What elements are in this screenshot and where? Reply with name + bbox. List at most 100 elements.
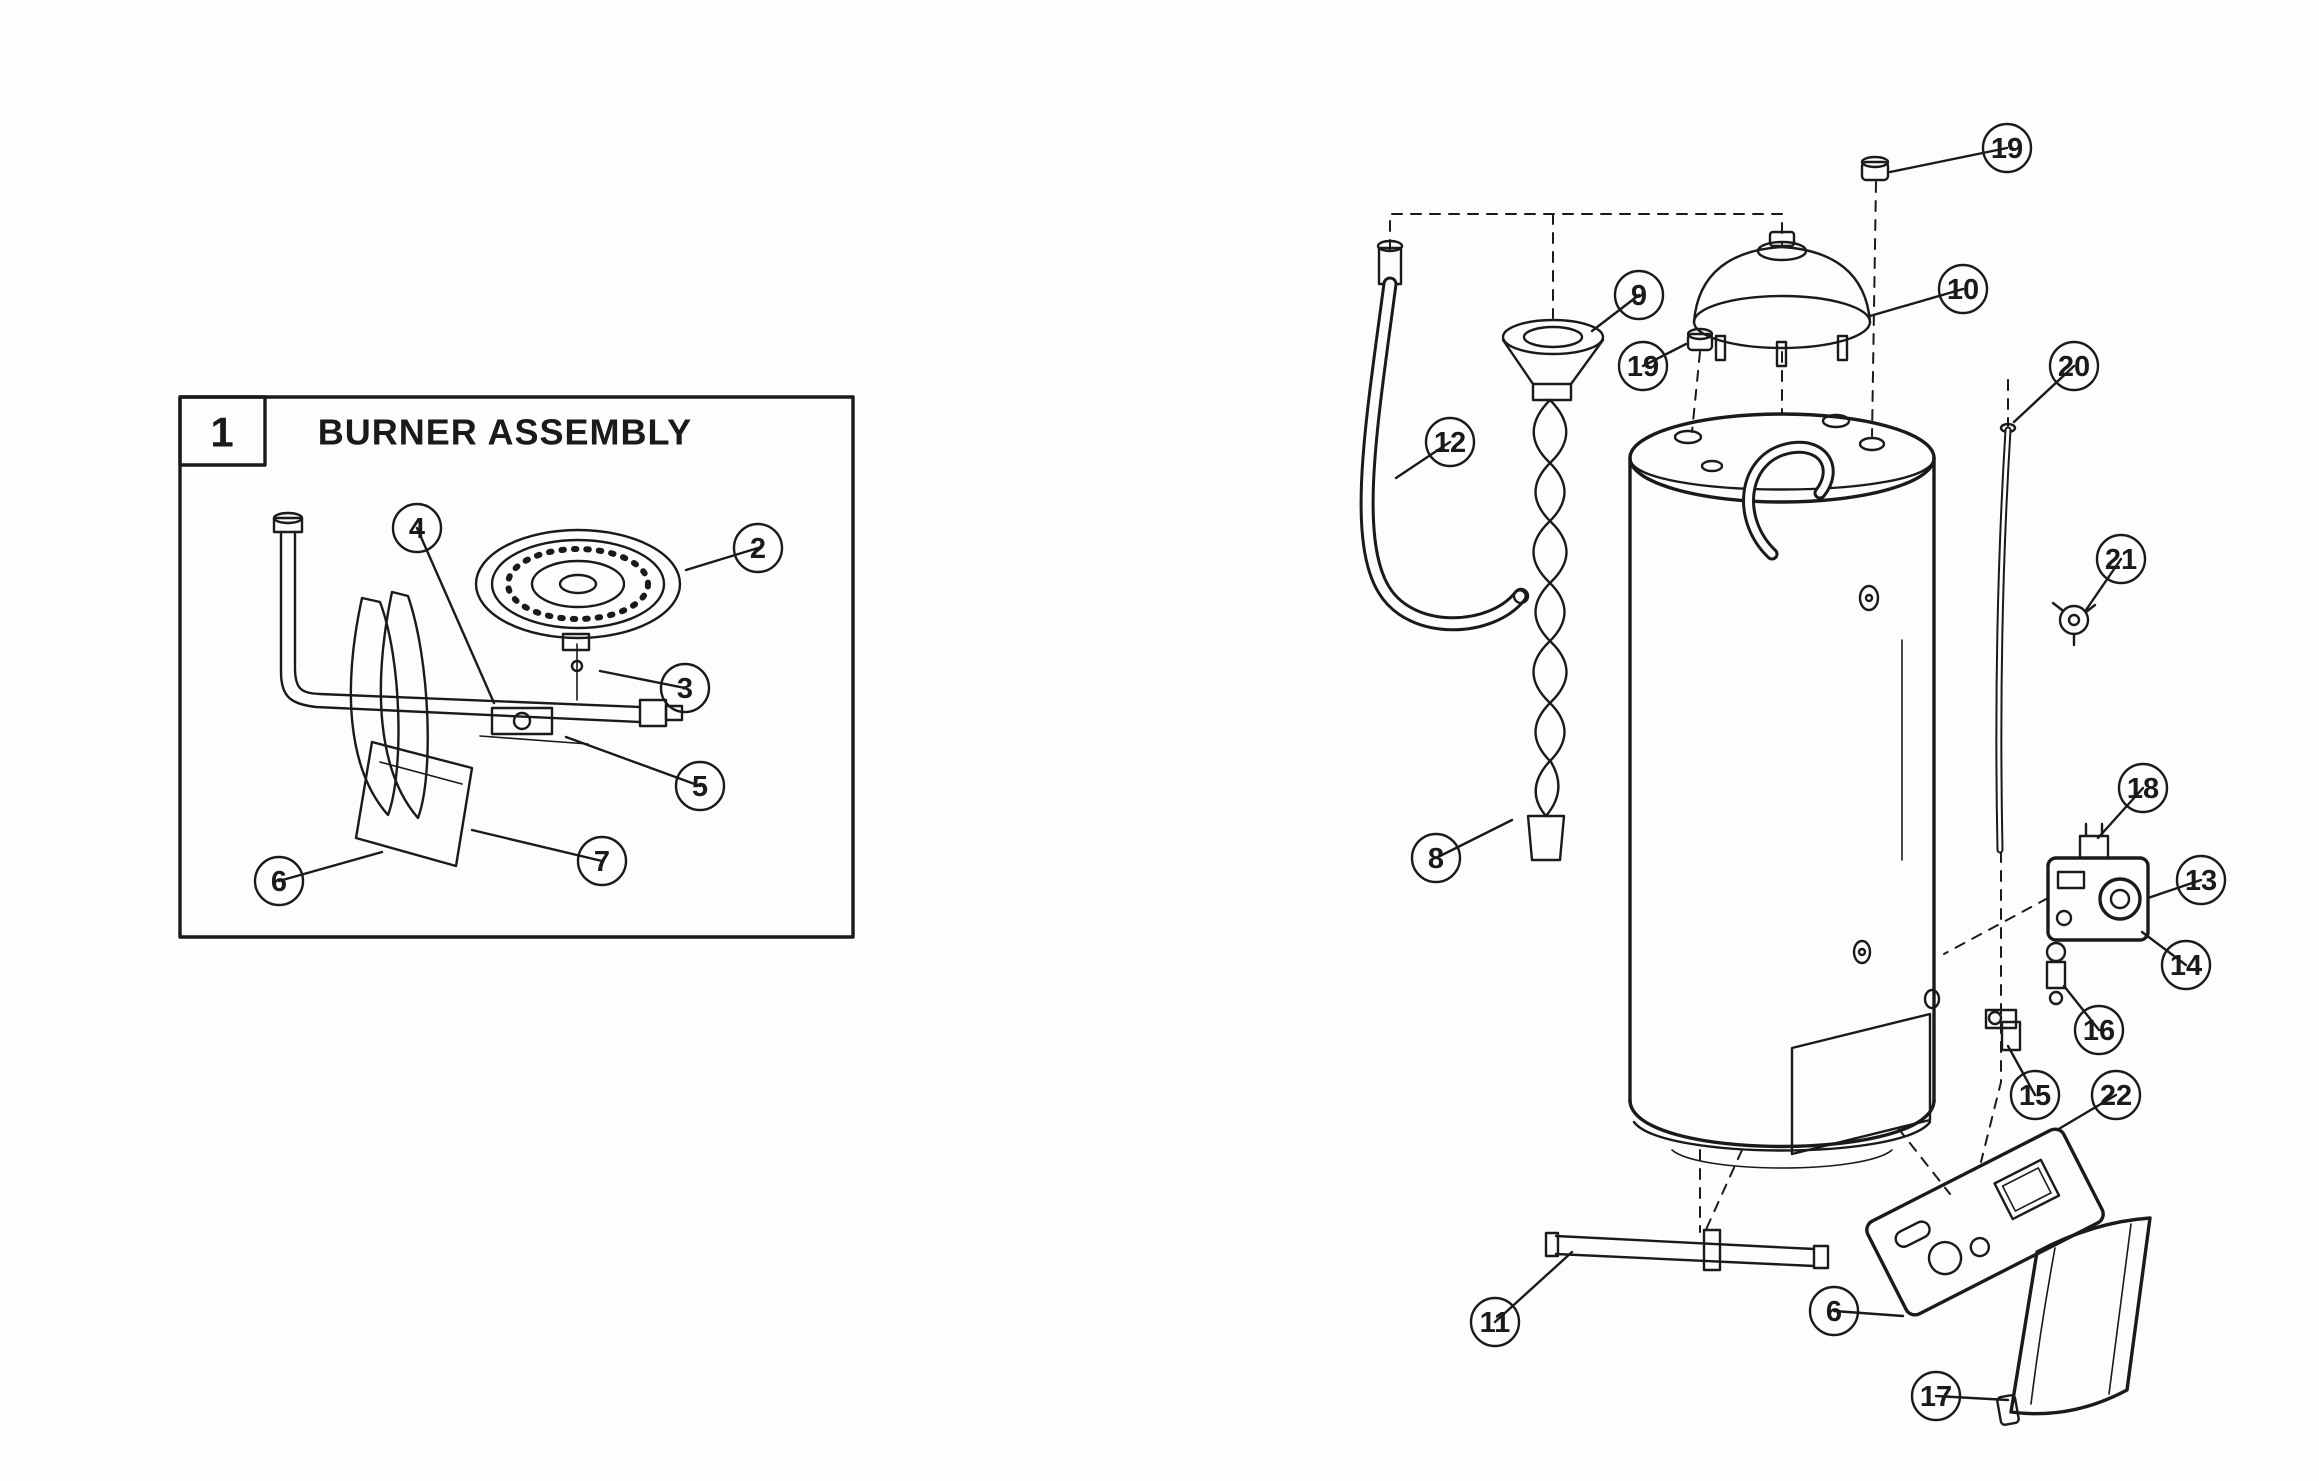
anode-rod — [1526, 398, 1568, 862]
callout-leader-line — [1888, 146, 2009, 174]
callout-4-1: 4 — [391, 502, 496, 705]
burner-bracket-plate — [354, 740, 474, 868]
callout-circle — [391, 502, 443, 554]
callout-leader-line — [277, 850, 384, 883]
callout-11-20: 11 — [1469, 1250, 1574, 1348]
flame-spreader — [349, 590, 429, 820]
callout-number: 3 — [677, 673, 693, 705]
callout-leader-line — [2096, 786, 2145, 840]
callout-6-5: 6 — [253, 850, 384, 907]
callout-number: 6 — [271, 866, 287, 898]
callout-21-12: 21 — [2084, 533, 2147, 612]
callout-number: 19 — [1991, 133, 2023, 165]
burner-screw — [570, 643, 584, 701]
fitting-cap-mid — [1686, 327, 1714, 352]
callout-leader-line — [2062, 984, 2101, 1032]
callout-circle — [2175, 854, 2227, 906]
callout-number: 6 — [1826, 1296, 1842, 1328]
callout-number: 16 — [2083, 1015, 2115, 1047]
drain-hose — [1359, 239, 1530, 632]
callout-number: 14 — [2170, 950, 2202, 982]
callout-number: 22 — [2100, 1080, 2132, 1112]
callout-leader-line — [684, 546, 760, 572]
callout-9-8: 9 — [1590, 269, 1665, 333]
gas-control-valve — [2046, 822, 2150, 942]
dip-tube — [1995, 422, 2017, 854]
callout-circle — [1617, 340, 1669, 392]
callout-5-3: 5 — [564, 735, 726, 812]
callout-number: 7 — [594, 846, 610, 878]
callout-circle — [1910, 1370, 1962, 1422]
callout-leader-line — [1394, 440, 1452, 480]
callout-circle — [2160, 939, 2212, 991]
callout-number: 19 — [1627, 351, 1659, 383]
callout-leader-line — [2140, 930, 2188, 967]
callout-13-14: 13 — [2146, 854, 2227, 906]
callout-circle — [1424, 416, 1476, 468]
callout-circle — [1410, 832, 1462, 884]
elbow-fitting — [1984, 1008, 2022, 1052]
inset-number: 1 — [210, 409, 233, 456]
callout-number: 10 — [1947, 274, 1979, 306]
callout-leader-line — [415, 526, 496, 705]
inner-access-door — [1865, 1127, 2105, 1317]
callout-circle — [674, 760, 726, 812]
callout-circle — [2048, 340, 2100, 392]
callout-circle — [2073, 1004, 2125, 1056]
callout-circle — [2090, 1069, 2142, 1121]
callout-number: 21 — [2105, 544, 2137, 576]
callout-circle — [1937, 263, 1989, 315]
callout-circle — [253, 855, 305, 907]
outlet-fitting — [2051, 601, 2097, 647]
callout-18-13: 18 — [2096, 762, 2169, 840]
callout-circle — [732, 522, 784, 574]
callout-circle — [1613, 269, 1665, 321]
inset-border — [178, 395, 855, 939]
burner-assembly-inset: 1 BURNER ASSEMBLY — [178, 395, 855, 939]
callout-leader-line — [2084, 557, 2123, 612]
callout-number: 13 — [2185, 865, 2217, 897]
callout-number: 8 — [1428, 843, 1444, 875]
callout-15-18: 15 — [2006, 1044, 2061, 1121]
flue-baffle-pipe — [1544, 1228, 1830, 1272]
callout-10-7: 10 — [1868, 263, 1989, 318]
callout-16-17: 16 — [2062, 984, 2125, 1056]
tank-body — [1628, 412, 1941, 1169]
assembly-guide-lines — [1389, 181, 2049, 1235]
callout-leader-line — [2055, 1093, 2118, 1132]
callout-7-4: 7 — [470, 828, 628, 887]
callout-6-21: 6 — [1808, 1285, 1905, 1337]
callout-17-22: 17 — [1910, 1370, 2010, 1422]
callout-number: 12 — [1434, 427, 1466, 459]
callout-leader-line — [2012, 364, 2076, 424]
callout-19-6: 19 — [1888, 122, 2033, 174]
fitting-cap-top — [1860, 155, 1890, 182]
callout-circle — [2009, 1069, 2061, 1121]
callout-circle — [1981, 122, 2033, 174]
callout-22-19: 22 — [2055, 1069, 2142, 1132]
callout-number: 4 — [409, 513, 425, 545]
burner-ring — [474, 528, 682, 652]
callout-14-15: 14 — [2140, 930, 2212, 991]
callout-number: 2 — [750, 533, 766, 565]
callout-circle — [576, 835, 628, 887]
callout-number: 15 — [2019, 1080, 2051, 1112]
callout-circle — [2095, 533, 2147, 585]
callout-leader-line — [1868, 287, 1965, 318]
inset-number-box — [178, 395, 267, 467]
burner-venturi — [479, 706, 589, 745]
callout-leader-line — [1832, 1309, 1905, 1318]
callout-leader-line — [1590, 293, 1641, 333]
anode-funnel — [1501, 318, 1605, 402]
callout-layer: 2 4 3 5 7 6 19 10 9 19 20 12 21 18 13 14 8 16 15 22 11 6 17 — [253, 122, 2227, 1422]
callout-number: 20 — [2058, 351, 2090, 383]
callout-leader-line — [2006, 1044, 2037, 1097]
callout-number: 17 — [1920, 1381, 1952, 1413]
callout-leader-line — [1434, 818, 1514, 860]
outer-door-cover — [1996, 1216, 2152, 1426]
callout-number: 18 — [2127, 773, 2159, 805]
callout-3-2: 3 — [598, 662, 711, 714]
callout-20-10: 20 — [2012, 340, 2100, 424]
